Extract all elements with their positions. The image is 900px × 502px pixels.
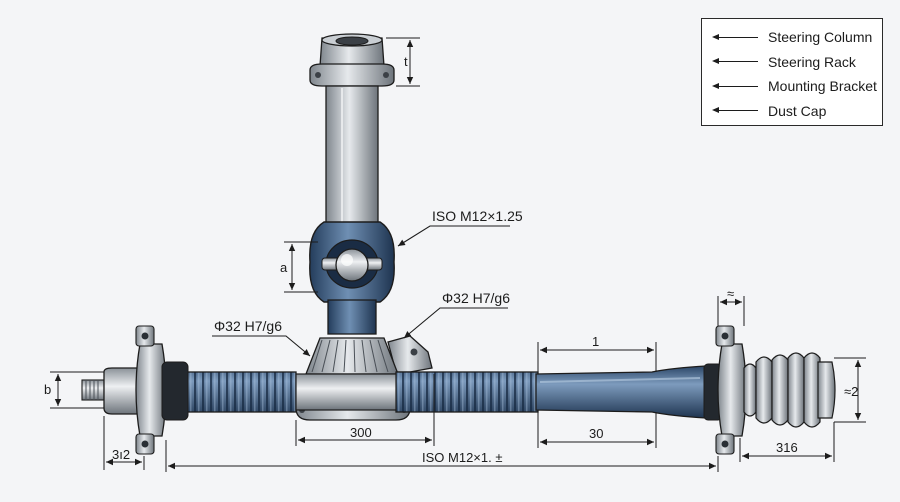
callout-fit-right: Φ32 H7/g6 [442,290,510,306]
dimension-lines [50,37,866,472]
callout-fit-left: Φ32 H7/g6 [214,318,282,334]
legend-item-dust-cap: Dust Cap [702,99,882,124]
dim-boot-length: 316 [776,440,798,455]
dim-left-end-length: 3ı2 [112,447,130,462]
dim-tube-lower: 30 [589,426,603,441]
legend-label: Steering Rack [768,53,856,70]
arrow-left-icon [712,105,758,117]
dim-tube-upper: 1 [592,334,599,349]
callout-leaders [212,225,510,357]
legend-item-steering-rack: Steering Rack [702,50,882,75]
callout-thread-upper: ISO M12×1.25 [432,208,523,224]
dim-overall-length: ISO M12×1. ± [422,450,502,465]
arrow-left-icon [712,80,758,92]
dim-housing-width: 300 [350,425,372,440]
dust-cap [703,325,836,455]
legend-label: Mounting Bracket [768,78,877,95]
legend-item-steering-column: Steering Column [702,25,882,50]
universal-joint [309,221,395,335]
dim-left-end-height: b [44,382,51,397]
legend-box: Steering Column Steering Rack Mounting B… [701,18,883,126]
legend-item-mounting-bracket: Mounting Bracket [702,74,882,99]
left-tie-rod-end [81,325,189,455]
dim-joint-height: a [280,260,288,275]
steering-rack [185,365,707,419]
legend-label: Steering Column [768,29,873,46]
legend-label: Dust Cap [768,102,827,119]
dim-clamp-width: ≈ [727,286,734,301]
dim-column-flange: t [404,54,408,69]
arrow-left-icon [712,31,758,43]
steering-column [309,33,395,225]
arrow-left-icon [712,56,758,68]
dim-boot-height: ≈2 [844,384,858,399]
